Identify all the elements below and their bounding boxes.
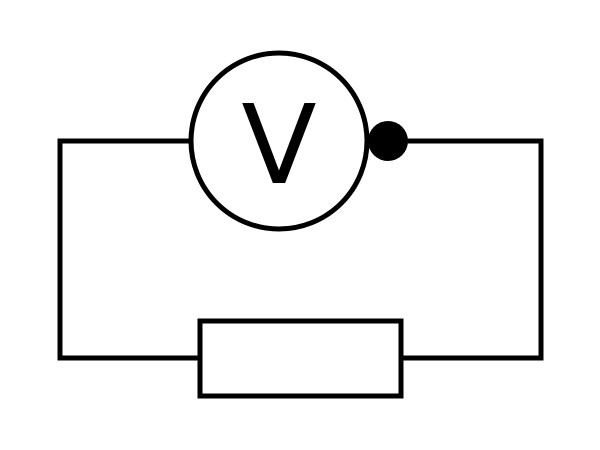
terminal-dot [368,121,408,161]
resistor-symbol [197,318,404,399]
voltmeter-label: V [241,81,316,209]
voltmeter-symbol: V [188,50,370,232]
circuit-wires [57,138,544,361]
right-wire [387,138,544,361]
voltmeter-circle [188,50,370,232]
left-wire [57,138,203,361]
